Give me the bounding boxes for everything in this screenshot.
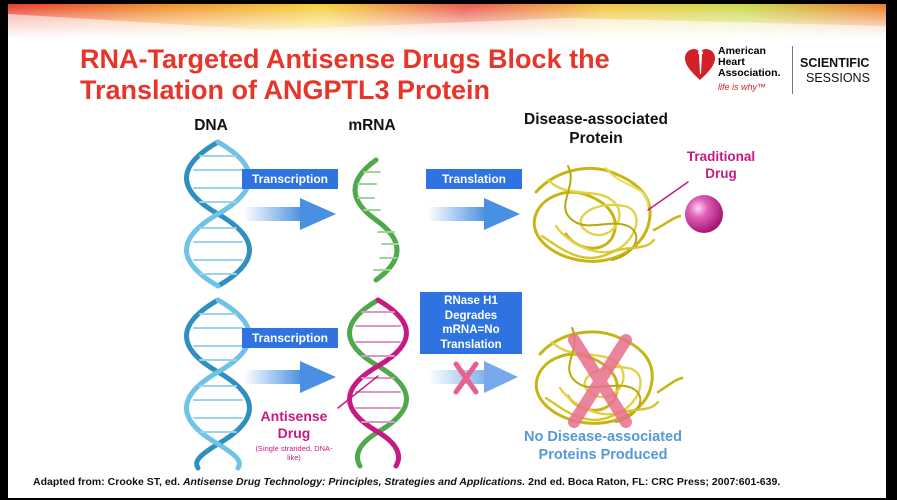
heading-protein: Disease-associated Protein (524, 111, 668, 147)
dna-helix-top (184, 139, 252, 289)
arrow-transcription-bottom (244, 361, 336, 393)
slide-title: RNA-Targeted Antisense Drugs Block the T… (80, 44, 680, 106)
aha-org-name: American Heart Association. (718, 45, 781, 79)
mrna-antisense-duplex (337, 297, 409, 469)
label-transcription-bottom: Transcription (242, 328, 338, 348)
title-line-2: Translation of ANGPTL3 Protein (80, 75, 491, 105)
traditional-drug-label: Traditional Drug (686, 149, 756, 181)
antisense-drug-label: Antisense Drug (260, 408, 328, 441)
heading-dna: DNA (194, 117, 228, 134)
diagram-artwork (184, 139, 723, 471)
protein-top (532, 165, 689, 263)
result-caption: No Disease-associated Proteins Produced (524, 429, 682, 463)
antisense-drug-note: (Single stranded, DNA- like) (255, 444, 333, 462)
cross-mark-icon (568, 334, 632, 428)
citation-footer: Adapted from: Crooke ST, ed. Antisense D… (33, 476, 781, 488)
logo-divider (792, 46, 793, 94)
dna-helix-bottom (184, 297, 252, 471)
arrow-transcription-top (244, 198, 336, 230)
heading-mrna: mRNA (348, 117, 396, 134)
aha-logo: American Heart Association. life is why™… (685, 40, 885, 100)
slide: RNA-Targeted Antisense Drugs Block the T… (8, 4, 886, 498)
event-name-line-2: SESSIONS (806, 71, 870, 85)
aha-tagline: life is why™ (718, 82, 767, 92)
arrow-translation-top (428, 198, 520, 230)
event-name-line-1: SCIENTIFIC (800, 56, 870, 70)
arrow-translation-blocked (428, 361, 518, 395)
traditional-drug-ball (685, 195, 723, 233)
heart-torch-icon (685, 48, 715, 80)
title-line-1: RNA-Targeted Antisense Drugs Block the (80, 44, 610, 74)
label-transcription-top: Transcription (242, 169, 338, 189)
rainbow-banner (8, 4, 886, 38)
label-translation-top: Translation (426, 169, 522, 189)
mrna-strand-top (352, 157, 400, 283)
label-rnase-h1: RNase H1 Degrades mRNA=No Translation (420, 292, 522, 354)
